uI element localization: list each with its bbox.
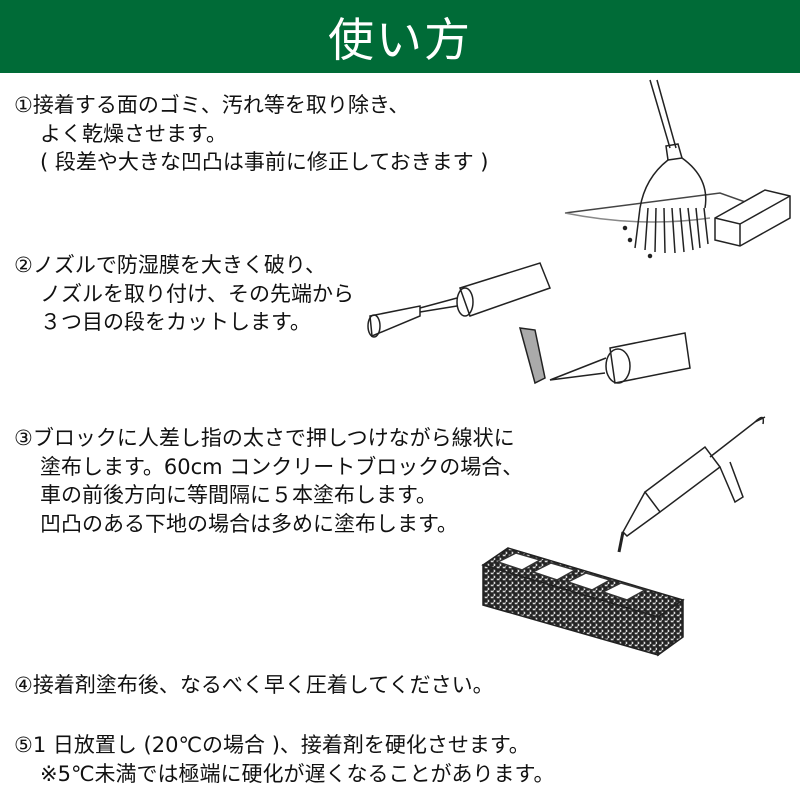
step-3: ③ブロックに人差し指の太さで押しつけながら線状に 塗布します。60cm コンクリ… [14, 424, 523, 538]
step-line: ３つ目の段をカットします。 [40, 310, 311, 334]
step-5: ⑤1 日放置し (20℃の場合 )、接着剤を硬化させます。 ※5℃未満では極端に… [14, 731, 554, 788]
step-line: ノズルを取り付け、その先端から [40, 281, 354, 306]
step-4: ④接着剤塗布後、なるべく早く圧着してください。 [14, 671, 494, 700]
caulking-gun-illustration [617, 416, 766, 553]
step-line: 車の前後方向に等間隔に５本塗布します。 [40, 483, 437, 507]
concrete-block-illustration [481, 547, 685, 657]
step-line: 塗布します。60cm コンクリートブロックの場合、 [40, 454, 524, 479]
step-line: ⑤1 日放置し (20℃の場合 )、接着剤を硬化させます。 [14, 733, 530, 757]
step-1: ①接着する面のゴミ、汚れ等を取り除き、 よく乾燥させます。 ( 段差や大きな凹凸… [14, 91, 488, 177]
step-line: ( 段差や大きな凹凸は事前に修正しておきます ) [40, 150, 489, 174]
step-line: ①接着する面のゴミ、汚れ等を取り除き、 [14, 93, 410, 117]
page-title: 使い方 [328, 12, 472, 67]
step-line: ※5℃未満では極端に硬化が遅くなることがあります。 [40, 761, 555, 786]
step-line: ②ノズルで防湿膜を大きく破り、 [14, 253, 326, 277]
step-line: ④接着剤塗布後、なるべく早く圧着してください。 [14, 673, 494, 697]
header-bar: 使い方 [0, 0, 800, 73]
step-line: ③ブロックに人差し指の太さで押しつけながら線状に [14, 426, 515, 450]
step-line: 凹凸のある下地の場合は多めに塗布します。 [40, 511, 458, 536]
broom-illustration [564, 79, 791, 259]
step-line: よく乾燥させます。 [40, 121, 227, 146]
cartridge-nozzle-illustration [367, 262, 691, 385]
step-2: ②ノズルで防湿膜を大きく破り、 ノズルを取り付け、その先端から ３つ目の段をカッ… [14, 251, 354, 337]
